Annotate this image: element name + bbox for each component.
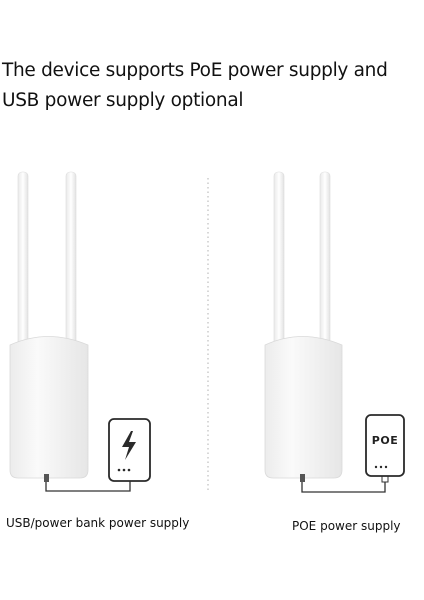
headline-line-2: USB power supply optional [2, 90, 244, 111]
left-router-port [44, 474, 49, 482]
right-router [264, 171, 343, 482]
power-bank-led-1 [117, 468, 121, 472]
right-router-antenna-1 [273, 171, 285, 348]
right-router-port [300, 474, 305, 482]
left-usb-cable [45, 481, 131, 492]
power-bank-led-3 [127, 468, 131, 472]
headline: The device supports PoE power supply and… [2, 56, 424, 116]
right-router-antenna-2 [319, 171, 331, 348]
poe-box-led-2 [379, 465, 383, 469]
left-router-antenna-2 [65, 171, 77, 348]
caption-usb-power: USB/power bank power supply [6, 516, 190, 530]
power-bank [108, 418, 151, 482]
headline-line-1: The device supports PoE power supply and [2, 60, 388, 81]
left-router-body [9, 336, 89, 479]
poe-box-body [365, 414, 405, 477]
lightning-bolt-icon [122, 431, 136, 460]
poe-box [365, 414, 405, 477]
left-router-antenna-1 [17, 171, 29, 348]
poe-box-label: POE [371, 434, 399, 447]
right-router-body [264, 336, 343, 479]
power-bank-led-2 [122, 468, 126, 472]
left-router [9, 171, 89, 482]
caption-poe-power: POE power supply [292, 519, 401, 533]
poe-box-led-1 [374, 465, 378, 469]
poe-box-led-3 [384, 465, 388, 469]
right-poe-cable [301, 482, 386, 493]
